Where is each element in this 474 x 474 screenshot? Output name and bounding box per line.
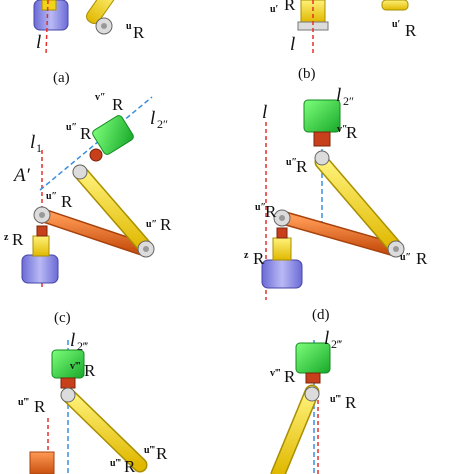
panel-d-orange-link xyxy=(278,212,402,256)
panel-e-u2-sup: u‴ xyxy=(144,445,156,456)
panel-a-axis-l xyxy=(45,0,49,55)
panel-d-yellow-link xyxy=(316,156,402,254)
panel-c-u3-sup: u″ xyxy=(146,219,157,230)
panel-e-axis-l2-label: l xyxy=(70,330,75,351)
panel-e-u2-label: R xyxy=(156,444,168,463)
panel-a: l u R (a) xyxy=(33,0,145,86)
panel-f-u1-sup: u‴ xyxy=(330,394,342,405)
panel-d-z-label: R xyxy=(253,249,265,268)
panel-a-joint-label: R xyxy=(133,23,145,42)
panel-c-u1-label: R xyxy=(80,124,92,143)
panel-d-v-label: R xyxy=(346,123,358,142)
panel-f-v-sup: v‴ xyxy=(270,368,281,379)
panel-c-u3-label: R xyxy=(160,215,172,234)
svg-text:2‴: 2‴ xyxy=(331,337,342,351)
panel-d-u1-sup: u″ xyxy=(286,157,297,168)
panel-c-point-label: A′ xyxy=(12,165,31,186)
panel-d-v-sup: v″ xyxy=(337,124,348,135)
panel-f-axis-l2-label: l xyxy=(324,328,329,349)
panel-e-v-sup: v‴ xyxy=(70,361,81,372)
panel-c-v-sup: v″ xyxy=(95,92,106,103)
svg-text:2″: 2″ xyxy=(157,117,168,131)
panel-d-caption: (d) xyxy=(312,307,330,323)
panel-e: l 2‴ v‴ R u‴ R u‴ R u‴ R xyxy=(18,330,168,474)
panel-d-axis-l-label: l xyxy=(262,102,267,123)
panel-d-axis-l2-label: l xyxy=(336,85,341,106)
panel-f-u1-label: R xyxy=(345,393,357,412)
panel-d-z-sup: z xyxy=(244,250,249,261)
panel-d-u3-sup: u″ xyxy=(400,252,411,263)
panel-b-upper-sup: u′ xyxy=(270,4,279,15)
panel-d-u2-label: R xyxy=(265,202,277,221)
panel-d-u1-label: R xyxy=(296,157,308,176)
panel-b: u′ R u′ R l (b) xyxy=(270,0,417,82)
svg-text:1: 1 xyxy=(36,141,42,155)
panel-e-u3-sup: u‴ xyxy=(110,458,122,469)
panel-c-axis-l2 xyxy=(39,96,153,191)
panel-a-axis-label: l xyxy=(36,32,41,53)
svg-text:2″: 2″ xyxy=(343,94,354,108)
panel-c-u2-sup: u″ xyxy=(46,191,57,202)
panel-f-v-label: R xyxy=(284,367,296,386)
panel-a-yellow-link xyxy=(86,0,116,25)
panel-c-v-label: R xyxy=(112,95,124,114)
panel-c-axis-l1-label: l xyxy=(30,132,35,153)
panel-b-caption: (b) xyxy=(298,66,316,82)
panel-c-z-sup: z xyxy=(4,232,9,243)
svg-text:2‴: 2‴ xyxy=(77,339,88,353)
panel-c-base-cylinder xyxy=(21,254,59,284)
panel-d-u2-sup: u″ xyxy=(255,202,266,213)
panel-c: v″ R l 2″ u″ R l 1 A′ u″ R u″ R z R (c) xyxy=(4,92,172,326)
panel-b-axis-label: l xyxy=(290,34,295,55)
panel-c-orange-link xyxy=(36,209,152,256)
panel-d-base-cylinder xyxy=(261,259,303,289)
panel-a-joint-sup: u xyxy=(126,21,132,32)
panel-c-green-block xyxy=(92,115,134,155)
panel-a-caption: (a) xyxy=(53,70,70,86)
panel-d-green-block xyxy=(303,99,341,133)
panel-e-u3-label: R xyxy=(124,457,136,474)
panel-c-caption: (c) xyxy=(54,310,71,326)
panel-c-u1-sup: u″ xyxy=(66,122,77,133)
panel-e-u1-sup: u‴ xyxy=(18,397,30,408)
panel-e-v-label: R xyxy=(84,361,96,380)
panel-f: l 2‴ v‴ R u‴ R xyxy=(270,328,357,474)
panel-d-u3-label: R xyxy=(416,249,428,268)
panel-b-joint-label: R xyxy=(405,21,417,40)
panel-c-axis-l2-label: l xyxy=(150,108,155,129)
panel-a-base-joint xyxy=(41,0,57,11)
panel-c-u2-label: R xyxy=(61,192,73,211)
panel-c-yellow-link xyxy=(74,166,152,254)
panel-b-joint-sup: u′ xyxy=(392,19,401,30)
panel-b-upper-label: R xyxy=(284,0,296,14)
panel-f-yellow-link xyxy=(272,386,318,474)
panel-e-yellow-link xyxy=(62,389,146,471)
panel-c-z-label: R xyxy=(12,230,24,249)
panel-d: l l 2″ v″ R u″ R u″ R u″ R z R (d) xyxy=(244,85,428,323)
panel-e-u1-label: R xyxy=(34,397,46,416)
